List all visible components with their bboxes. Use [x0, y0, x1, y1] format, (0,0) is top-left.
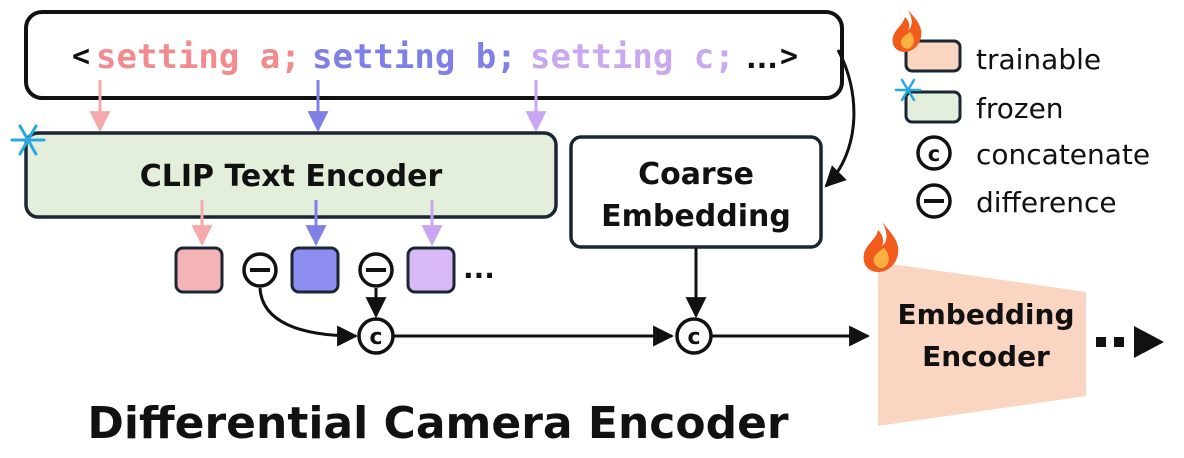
legend-concatenate: c concatenate	[916, 135, 1150, 171]
prompt-ellipsis: ...	[746, 42, 778, 75]
clip-text-encoder: CLIP Text Encoder	[24, 131, 558, 219]
embedding-row: ...	[174, 246, 495, 294]
svg-text:c: c	[928, 142, 940, 166]
embedding-encoder: Embedding Encoder	[878, 262, 1086, 426]
difference-symbol-legend	[916, 183, 952, 219]
embedding-a-square	[174, 246, 224, 294]
legend-trainable-label: trainable	[976, 43, 1101, 76]
output-dotted-arrow	[1096, 326, 1164, 358]
coarse-embedding-line2: Embedding	[601, 199, 791, 234]
concat-symbol-1: c	[357, 317, 395, 355]
arrow-diff1-to-concat	[258, 287, 359, 347]
legend-frozen-swatch	[904, 90, 962, 124]
svg-text:c: c	[369, 325, 382, 350]
flame-icon	[892, 10, 922, 52]
embedding-b-square	[290, 246, 340, 294]
legend-frozen: frozen	[894, 78, 1064, 125]
concat-symbol-legend: c	[916, 135, 952, 171]
embedding-encoder-line2: Encoder	[922, 340, 1050, 373]
legend-trainable: trainable	[892, 10, 1101, 76]
flame-icon	[863, 222, 899, 272]
embedding-encoder-line1: Embedding	[898, 298, 1075, 331]
setting-b-text: setting b;	[312, 37, 517, 77]
clip-encoder-box	[24, 131, 558, 219]
legend: trainable frozen c concatenate	[892, 10, 1150, 219]
legend-difference: difference	[916, 183, 1117, 219]
difference-symbol-1	[242, 252, 278, 288]
snowflake-icon	[894, 78, 922, 102]
coarse-embedding-line1: Coarse	[638, 157, 754, 192]
diagram-caption: Differential Camera Encoder	[87, 398, 789, 449]
prompt-close-bracket: >	[780, 39, 798, 74]
embedding-ellipsis: ...	[463, 252, 495, 285]
prompt-box: < setting a; setting b; setting c; ... >	[24, 10, 844, 100]
embedding-c-square	[406, 246, 456, 294]
setting-c-text: setting c;	[530, 37, 735, 77]
difference-symbol-2	[358, 252, 394, 288]
prompt-open-bracket: <	[72, 39, 90, 74]
clip-encoder-label: CLIP Text Encoder	[140, 159, 443, 194]
coarse-embedding-box	[569, 135, 823, 249]
setting-a-text: setting a;	[96, 37, 301, 77]
legend-trainable-swatch	[904, 39, 962, 73]
arrow-prompt-to-coarse	[824, 49, 856, 188]
embedding-encoder-shape	[878, 262, 1086, 426]
svg-text:c: c	[687, 325, 700, 350]
legend-frozen-label: frozen	[976, 92, 1064, 125]
snowflake-icon	[10, 124, 46, 156]
legend-concatenate-label: concatenate	[976, 138, 1150, 171]
coarse-embedding: Coarse Embedding	[569, 135, 823, 249]
legend-difference-label: difference	[976, 186, 1117, 219]
concat-symbol-2: c	[675, 317, 713, 355]
